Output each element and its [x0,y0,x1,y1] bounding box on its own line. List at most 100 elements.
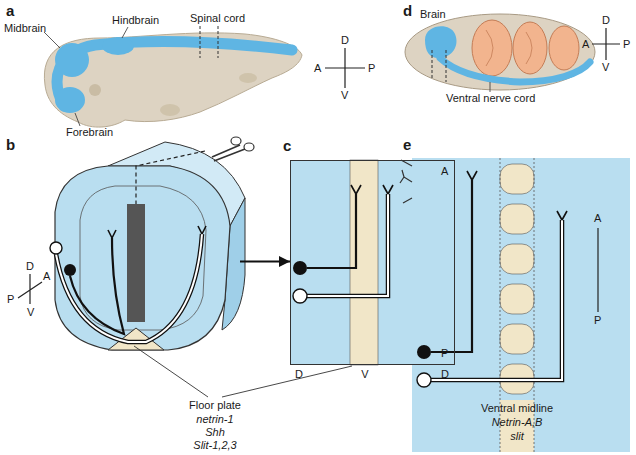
axis-label: A [582,38,589,51]
cut-line [136,151,205,204]
ventricular-outline [80,186,206,330]
growth-cone [351,185,361,194]
midline-window [500,164,534,194]
embryo-body [44,33,302,127]
panel-region: b [5,138,240,363]
neuron-cell-body [293,289,307,303]
neuron-cell-body [417,373,431,387]
leader-line [75,113,80,126]
midline-window [500,204,534,234]
panel-letter: b [6,136,15,153]
leader-line [44,32,60,48]
midline-window [500,284,534,314]
axis-cross [325,48,365,88]
neuron-cell-body [50,242,62,254]
neuron-cell-body [417,345,431,359]
ipsilateral-axon [70,238,124,334]
midbrain-vesicle [55,43,89,77]
lumen [127,204,145,322]
fly-embryo [405,14,595,90]
germ-band-segment [472,20,512,76]
eye [89,84,101,96]
midline-window [500,244,534,274]
commissural-axon [431,220,562,380]
hindbrain-vesicle [102,37,134,55]
axis-label: P [441,347,448,360]
axis-label: P [594,314,601,327]
growth-cone [198,226,206,234]
axis-label: A [594,212,601,225]
axis-line [597,228,598,312]
leader-line [490,82,491,92]
growth-cone [108,230,116,238]
limb-bud [160,104,180,116]
commissural-axon [56,234,202,342]
ipsilateral-axon [431,180,472,352]
commissural-axon-outline [431,220,562,380]
commissural-axon-outline [56,234,202,342]
axis-label: A [441,165,448,178]
axis-label: V [602,61,609,74]
gene-label: slit [510,430,523,443]
forebrain-vesicle [55,87,85,113]
gene-label: Shh [205,426,225,439]
open-book-preparation: cAPDVD [290,160,455,365]
region-label: Ventral nerve cord [446,92,535,105]
panel-letter: c [283,137,291,154]
process-arrow [240,260,290,262]
growth-cone [557,211,567,220]
scissors-blade [212,145,245,161]
midline-window [500,324,534,354]
axis-label: V [27,306,34,319]
germ-band-segment [549,26,579,70]
panel-letter: a [6,2,14,19]
axis-label: V [361,368,368,381]
gene-label: Netrin-A,B [492,416,543,429]
growth-cone [383,185,393,194]
neural-tube [57,41,292,106]
scissors-handle [244,143,254,151]
axis-label: P [623,38,630,51]
axis-label: P [7,293,14,306]
ventral-nerve-cord [440,58,590,82]
panel-letter: e [403,136,411,153]
gene-label: Slit-1,2,3 [193,439,236,452]
leader-line [122,27,128,38]
segment-fold [486,30,532,66]
region-label: Brain [420,8,446,21]
peripheral-nerve [400,160,412,203]
axis-cross [18,274,42,304]
region-label: Spinal cord [190,12,245,25]
fly-brain [425,26,457,58]
neuron-cell-body [293,261,307,275]
axis-label: D [26,260,34,273]
axis-cross [592,28,620,60]
commissural-axon-outline [307,194,388,296]
axis-label: A [314,62,321,75]
section-line [446,50,447,82]
section-line [218,26,219,58]
panel-letter: d [403,2,412,19]
growth-cone [467,171,477,180]
axis-label: P [368,62,375,75]
commissural-axon [307,194,388,296]
structure-label: Ventral midline [481,402,553,415]
region-label: Midbrain [4,22,46,35]
axis-label: A [43,270,50,283]
structure-label: Floor plate [189,399,241,412]
axis-label: D [295,368,303,381]
neuron-cell-body [64,264,76,276]
floor-plate-strip [350,160,378,365]
axis-label: D [602,14,610,27]
axis-label: V [341,89,348,102]
section-line [432,50,433,80]
germ-band-segment [513,22,547,74]
region-label: Hindbrain [112,14,159,27]
limb-bud [239,73,257,83]
axis-label: D [441,368,449,381]
neural-tube-section [55,166,230,350]
region-label: Forebrain [66,126,113,139]
gene-label: netrin-1 [196,413,233,426]
